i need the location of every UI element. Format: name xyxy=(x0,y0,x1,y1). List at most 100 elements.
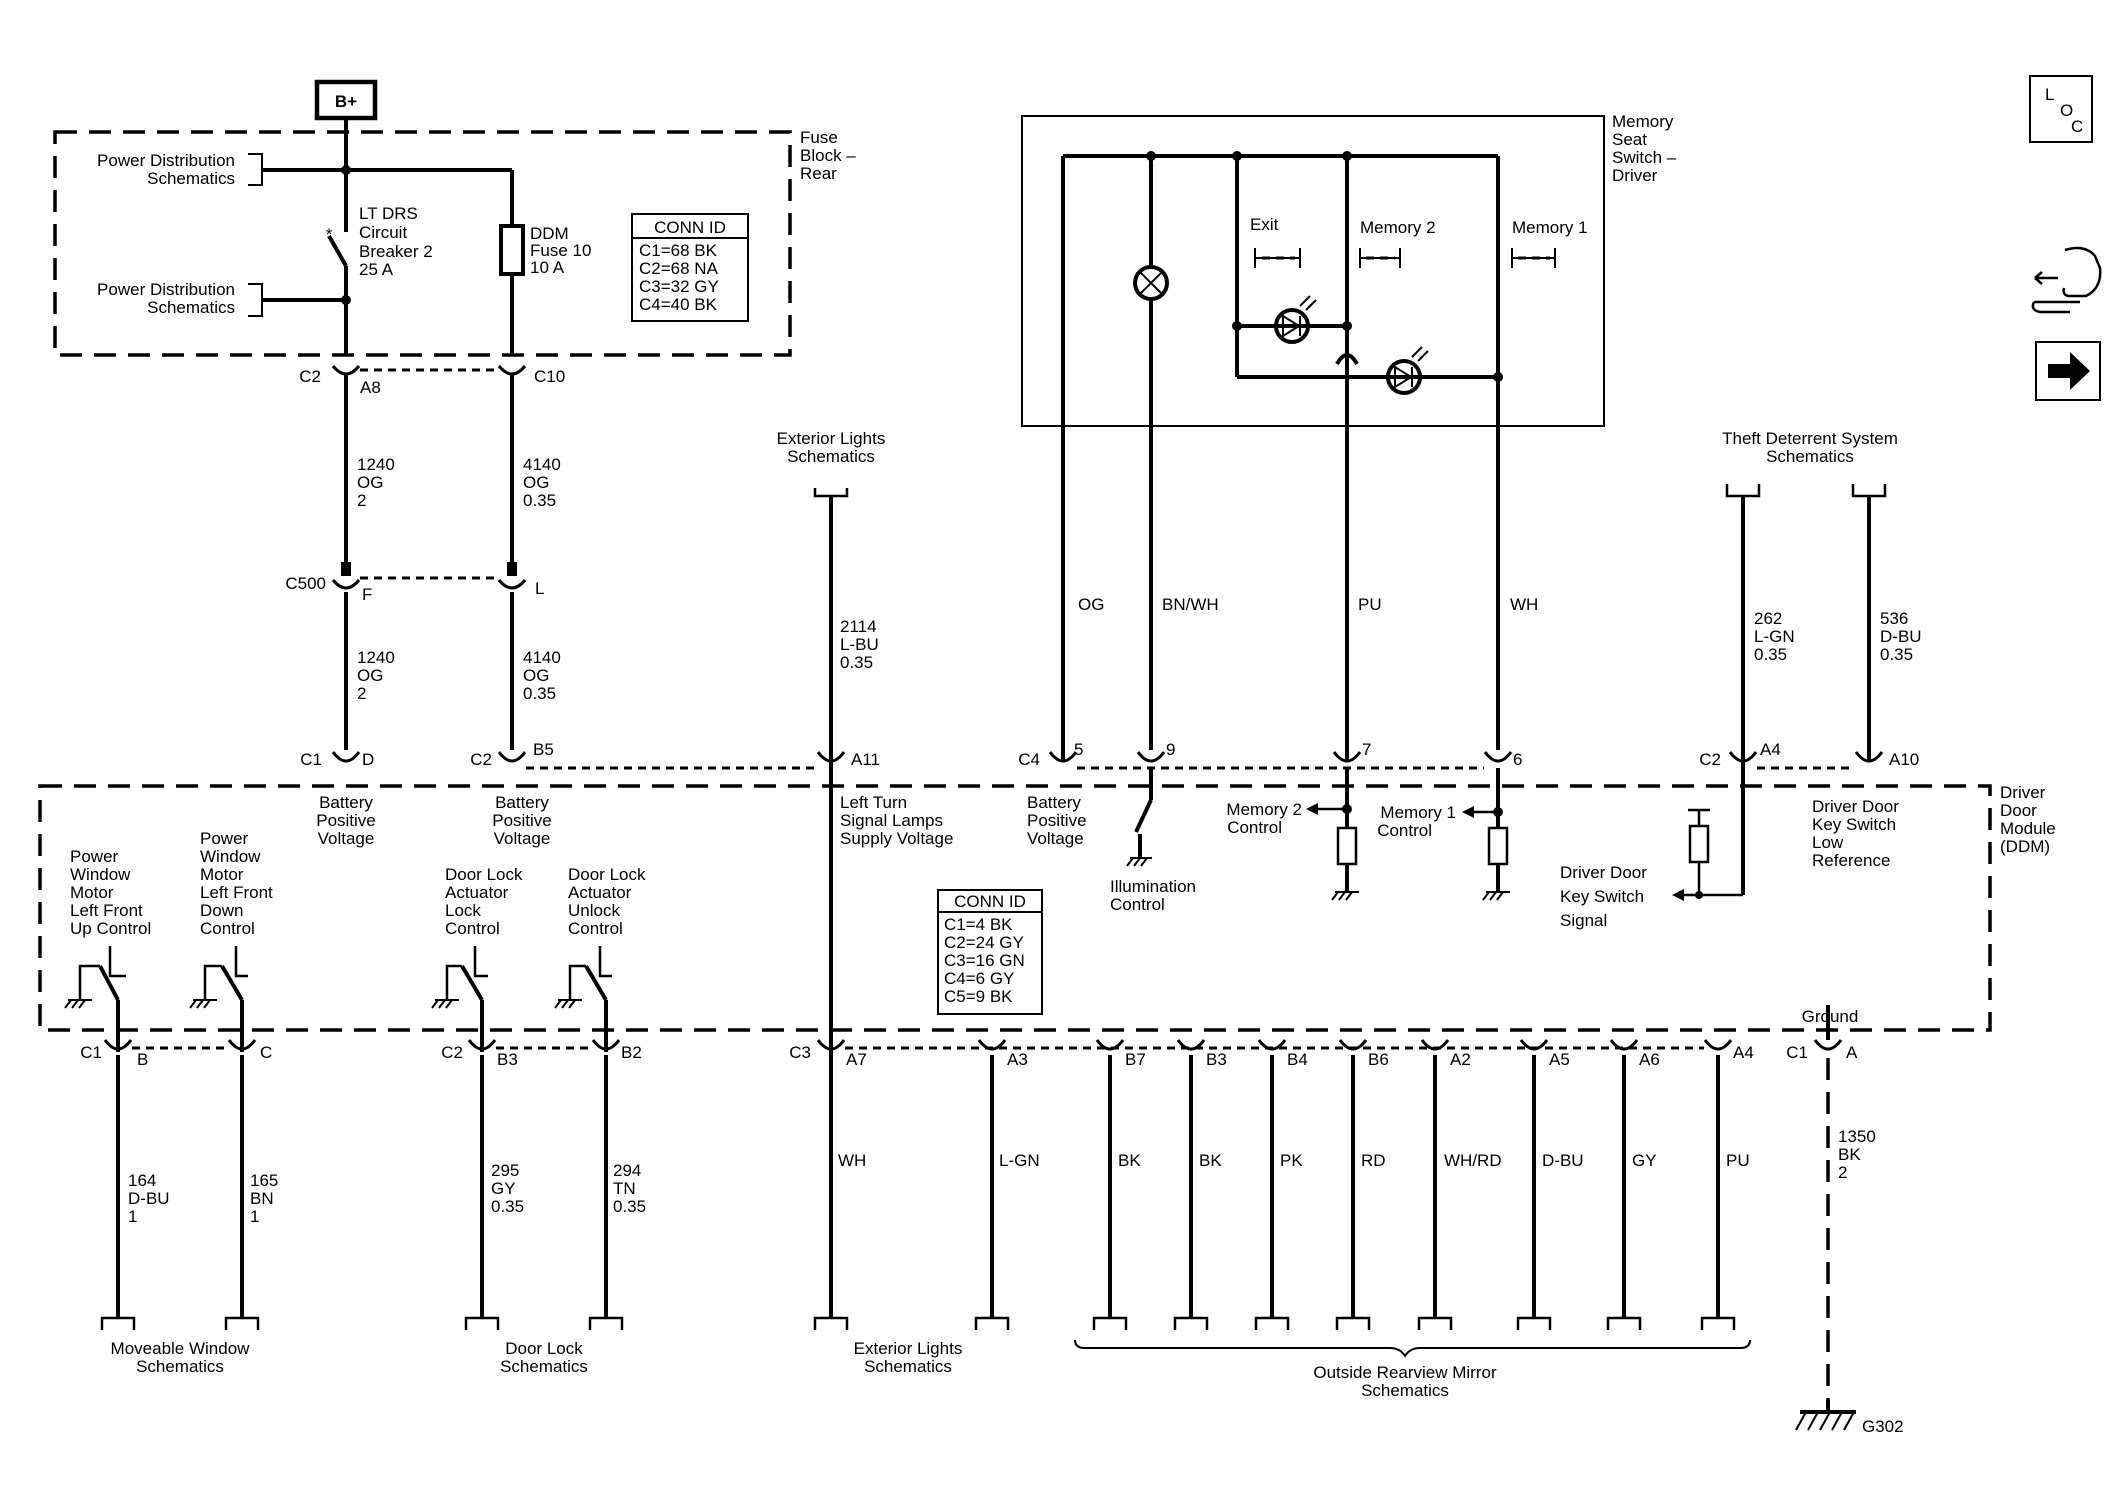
svg-text:0.35: 0.35 xyxy=(523,491,556,510)
svg-text:C: C xyxy=(260,1043,272,1062)
svg-text:Voltage: Voltage xyxy=(1027,829,1084,848)
svg-text:1: 1 xyxy=(250,1207,259,1226)
svg-text:0.35: 0.35 xyxy=(523,684,556,703)
bottom-ref-labels: Moveable Window Schematics Door Lock Sch… xyxy=(111,1339,1497,1400)
svg-text:C1: C1 xyxy=(80,1043,102,1062)
svg-text:C10: C10 xyxy=(534,367,565,386)
svg-text:BK: BK xyxy=(1199,1151,1222,1170)
svg-text:A: A xyxy=(1846,1043,1858,1062)
svg-text:Control: Control xyxy=(1377,821,1432,840)
svg-text:L: L xyxy=(535,579,544,598)
svg-text:1: 1 xyxy=(128,1207,137,1226)
svg-text:Signal: Signal xyxy=(1560,911,1607,930)
svg-text:Door Lock: Door Lock xyxy=(445,865,523,884)
svg-text:OG: OG xyxy=(357,473,383,492)
fuse-block-outline xyxy=(53,130,792,357)
svg-text:B4: B4 xyxy=(1287,1050,1308,1069)
svg-text:Door Lock: Door Lock xyxy=(568,865,646,884)
svg-text:262: 262 xyxy=(1754,609,1782,628)
svg-text:C1=68 BK: C1=68 BK xyxy=(639,241,718,260)
lock-control: Door Lock Actuator Lock Control xyxy=(431,865,523,1052)
svg-text:Battery: Battery xyxy=(1027,793,1081,812)
ddm-fuse-10 xyxy=(499,224,525,276)
svg-text:295: 295 xyxy=(491,1161,519,1180)
svg-text:Unlock: Unlock xyxy=(568,901,620,920)
power-distribution-ref-1: Power Distribution Schematics xyxy=(97,151,512,188)
svg-text:Voltage: Voltage xyxy=(318,829,375,848)
svg-text:CONN ID: CONN ID xyxy=(954,892,1026,911)
svg-text:Power Distribution: Power Distribution xyxy=(97,280,235,299)
svg-text:O: O xyxy=(2060,101,2073,120)
svg-text:2: 2 xyxy=(357,491,366,510)
svg-text:Up Control: Up Control xyxy=(70,919,151,938)
svg-text:Schematics: Schematics xyxy=(500,1357,588,1376)
ddm-battery-label-2: Battery Positive Voltage xyxy=(492,793,552,848)
svg-text:C4=40 BK: C4=40 BK xyxy=(639,295,718,314)
svg-text:Power Distribution: Power Distribution xyxy=(97,151,235,170)
svg-text:RD: RD xyxy=(1361,1151,1386,1170)
svg-text:0.35: 0.35 xyxy=(1754,645,1787,664)
svg-text:A7: A7 xyxy=(846,1050,867,1069)
svg-text:6: 6 xyxy=(1513,750,1522,769)
svg-text:Memory 2: Memory 2 xyxy=(1226,800,1302,819)
connector-c500: C500 F L xyxy=(285,562,544,604)
svg-text:C: C xyxy=(2071,117,2083,136)
svg-text:Control: Control xyxy=(445,919,500,938)
svg-text:PU: PU xyxy=(1358,595,1382,614)
ddm-left-turn-label: Left Turn Signal Lamps Supply Voltage xyxy=(840,793,953,848)
svg-text:GY: GY xyxy=(1632,1151,1657,1170)
svg-text:Switch –: Switch – xyxy=(1612,148,1677,167)
svg-text:Schematics: Schematics xyxy=(136,1357,224,1376)
ground-g302: G302 xyxy=(1795,1400,1904,1436)
svg-text:WH: WH xyxy=(838,1151,866,1170)
b-plus-label: B+ xyxy=(335,92,357,111)
svg-text:Power: Power xyxy=(70,847,119,866)
svg-text:A6: A6 xyxy=(1639,1050,1660,1069)
svg-text:164: 164 xyxy=(128,1171,156,1190)
power-distribution-ref-2: Power Distribution Schematics xyxy=(97,280,346,317)
svg-text:OG: OG xyxy=(1078,595,1104,614)
svg-text:A3: A3 xyxy=(1007,1050,1028,1069)
svg-text:165: 165 xyxy=(250,1171,278,1190)
connector-row-1: C2 A8 C10 xyxy=(299,365,565,397)
svg-text:Outside Rearview Mirror: Outside Rearview Mirror xyxy=(1313,1363,1497,1382)
svg-text:Positive: Positive xyxy=(316,811,376,830)
svg-text:Fuse: Fuse xyxy=(800,128,838,147)
wire-4140-upper-label: 4140 OG 0.35 xyxy=(523,455,561,510)
ddm-battery-label-1: Battery Positive Voltage xyxy=(316,793,376,848)
svg-text:C1: C1 xyxy=(300,750,322,769)
svg-text:294: 294 xyxy=(613,1161,641,1180)
bottom-wire-labels: 164 D-BU 1 165 BN 1 295 GY 0.35 294 TN 0… xyxy=(128,1127,1876,1226)
svg-text:B3: B3 xyxy=(1206,1050,1227,1069)
memory1-led-icon xyxy=(1386,359,1422,395)
svg-text:Battery: Battery xyxy=(319,793,373,812)
svg-text:WH: WH xyxy=(1510,595,1538,614)
svg-text:Left Turn: Left Turn xyxy=(840,793,907,812)
svg-text:Signal Lamps: Signal Lamps xyxy=(840,811,943,830)
memory2-control: Memory 2 Control xyxy=(1226,768,1359,901)
bottom-connectors: C1 B C C2 B3 B2 C3 A7 A3 B7 B3 B4 B6 A2 … xyxy=(80,1005,1858,1069)
svg-text:A10: A10 xyxy=(1889,750,1919,769)
svg-text:BK: BK xyxy=(1838,1145,1861,1164)
svg-text:2114: 2114 xyxy=(840,617,877,636)
ddm-outline xyxy=(38,784,1992,1032)
memory2-switch-label: Memory 2 xyxy=(1360,218,1436,237)
fuse-block-rear: B+ Power Distribution Schematics DDM Fus… xyxy=(53,79,856,357)
svg-text:C2=24 GY: C2=24 GY xyxy=(944,933,1024,952)
svg-text:C2: C2 xyxy=(470,750,492,769)
svg-text:Module: Module xyxy=(2000,819,2056,838)
fuse-block-conn-id: CONN ID C1=68 BK C2=68 NA C3=32 GY C4=40… xyxy=(631,213,749,322)
svg-text:Breaker 2: Breaker 2 xyxy=(359,242,433,261)
key-switch-low-ref: Driver Door Key Switch Low Reference xyxy=(1812,797,1899,870)
svg-text:A5: A5 xyxy=(1549,1050,1570,1069)
svg-text:C4=6 GY: C4=6 GY xyxy=(944,969,1014,988)
loc-icon: L O C xyxy=(2029,75,2093,143)
svg-text:Control: Control xyxy=(568,919,623,938)
svg-text:Motor: Motor xyxy=(70,883,114,902)
svg-text:Window: Window xyxy=(200,847,261,866)
svg-text:Exterior Lights: Exterior Lights xyxy=(854,1339,963,1358)
svg-text:Schematics: Schematics xyxy=(864,1357,952,1376)
svg-text:OG: OG xyxy=(523,473,549,492)
svg-text:L-GN: L-GN xyxy=(1754,627,1795,646)
